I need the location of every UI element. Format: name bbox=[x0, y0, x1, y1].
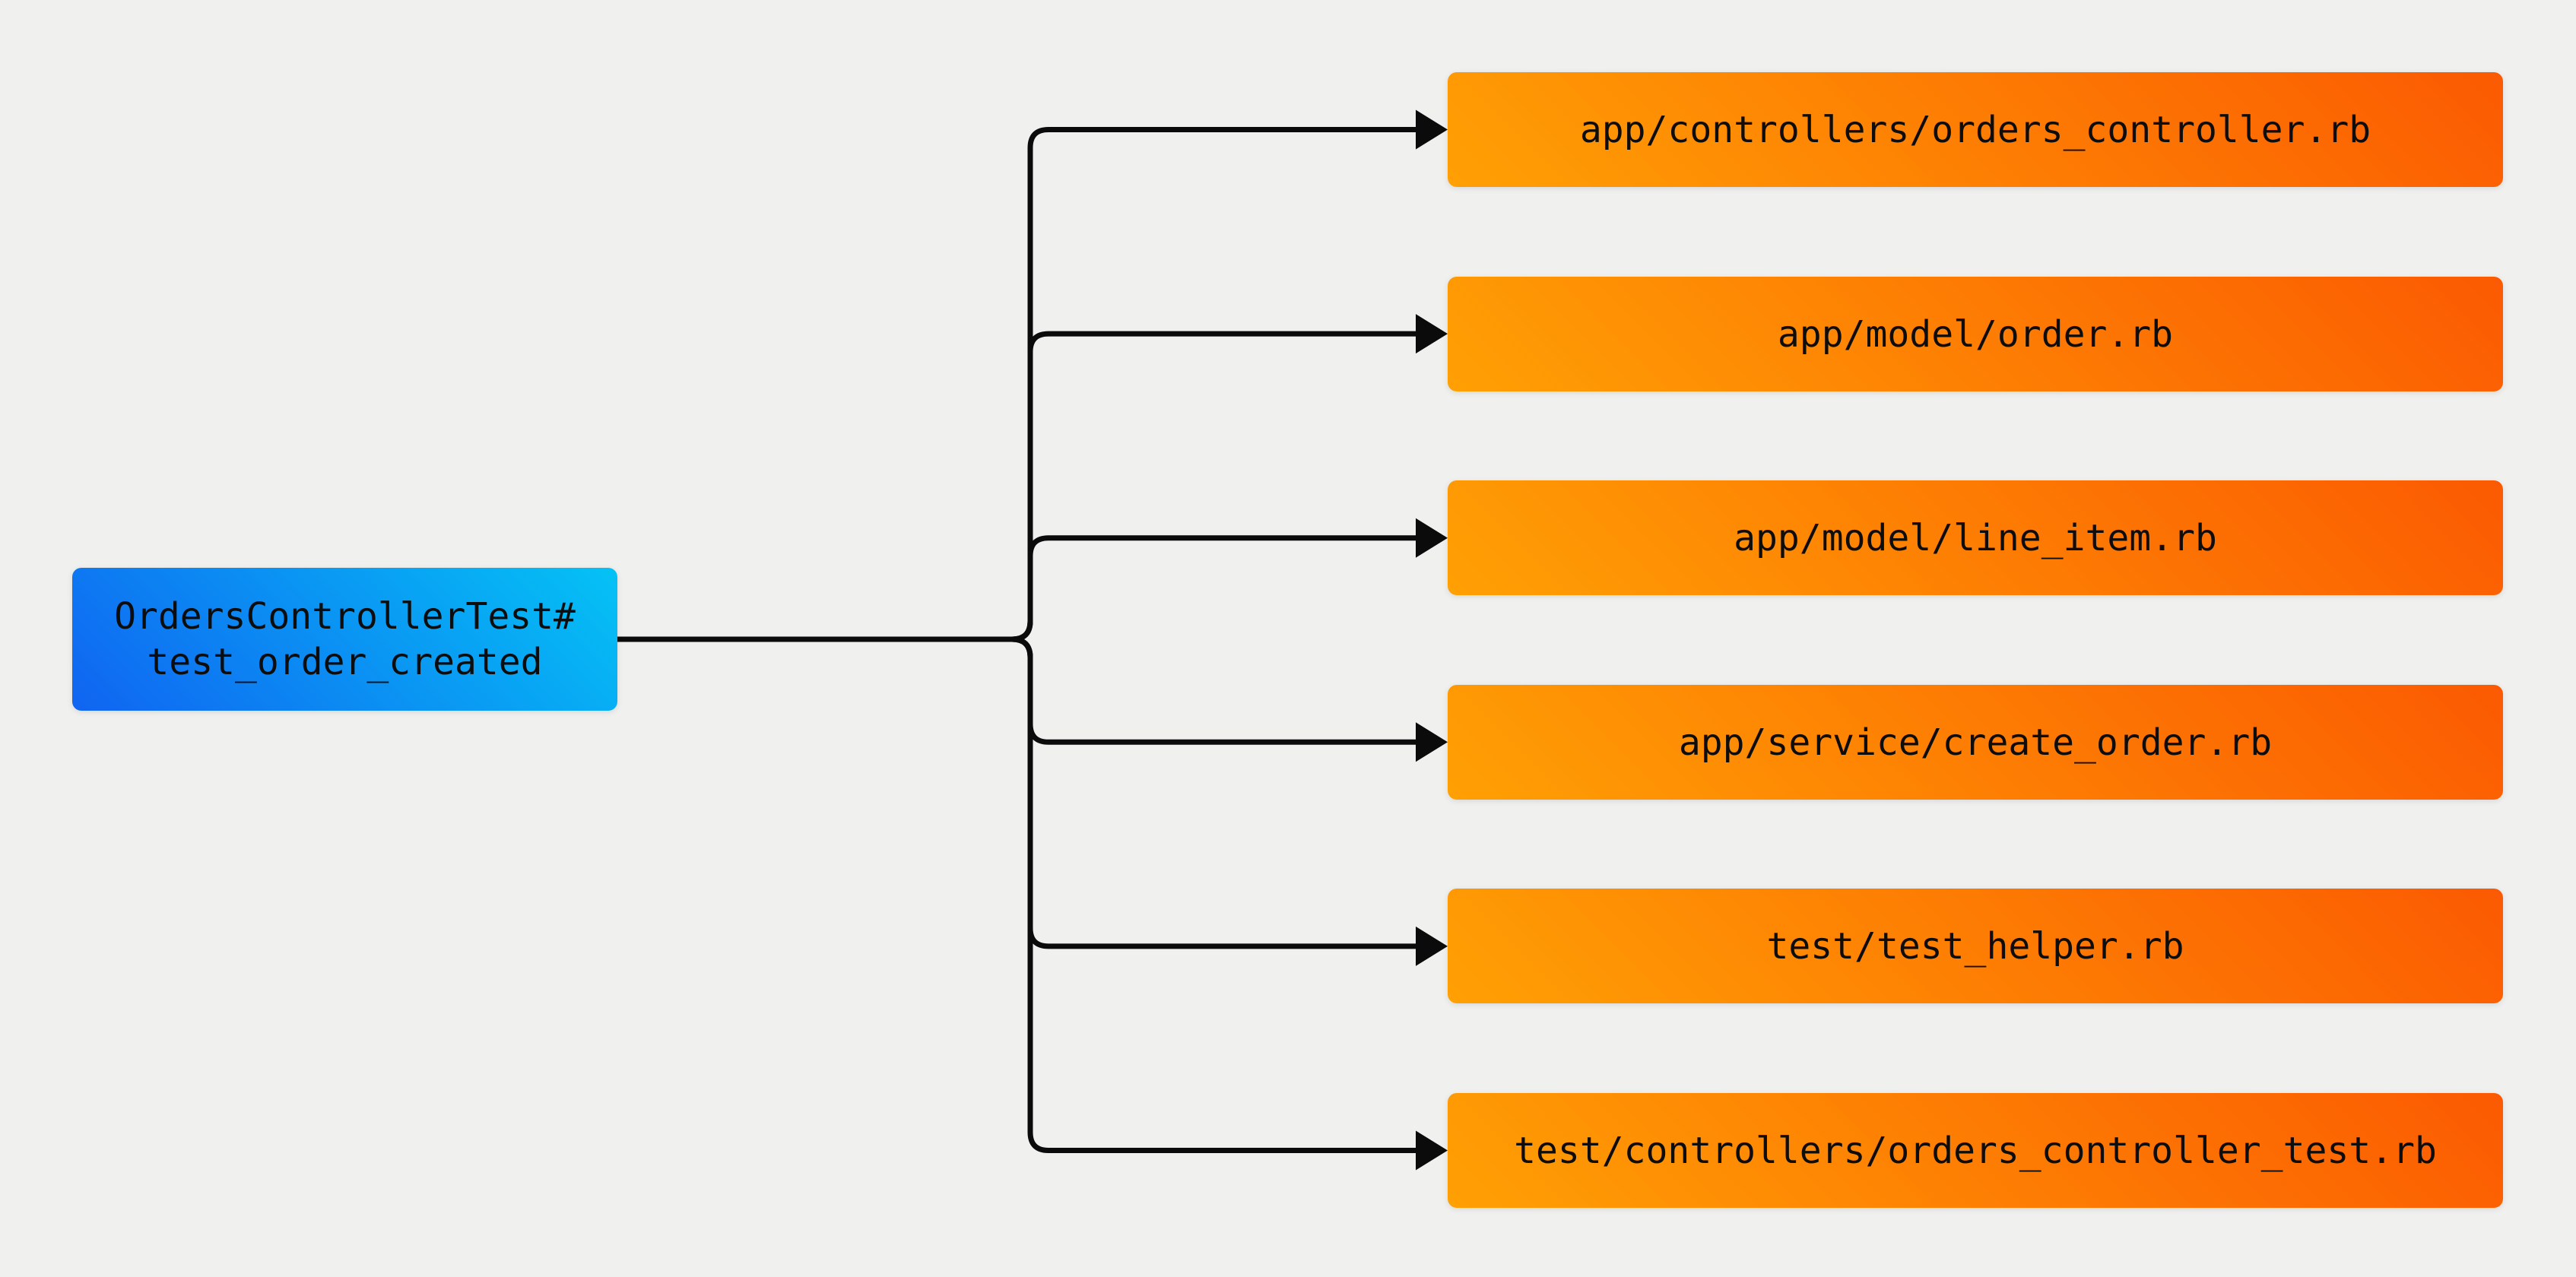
test-node: OrdersControllerTest# test_order_created bbox=[72, 568, 617, 711]
file-node: app/service/create_order.rb bbox=[1448, 685, 2503, 800]
connector-edge bbox=[617, 636, 1417, 1153]
connector-edge bbox=[617, 636, 1417, 745]
connector-edge bbox=[617, 127, 1417, 642]
connector-edge bbox=[617, 636, 1417, 949]
connector-edge bbox=[617, 535, 1417, 642]
file-node: app/controllers/orders_controller.rb bbox=[1448, 72, 2503, 187]
file-node-label: app/model/order.rb bbox=[1777, 312, 2174, 356]
arrowhead-icon bbox=[1416, 518, 1448, 558]
connector-edge bbox=[617, 331, 1417, 642]
test-node-line2: test_order_created bbox=[147, 641, 543, 683]
arrowhead-icon bbox=[1416, 109, 1448, 150]
arrowhead-icon bbox=[1416, 1130, 1448, 1171]
file-node: app/model/line_item.rb bbox=[1448, 480, 2503, 595]
arrowhead-icon bbox=[1416, 314, 1448, 354]
file-node-label: app/controllers/orders_controller.rb bbox=[1579, 108, 2371, 151]
test-node-line1: OrdersControllerTest# bbox=[114, 595, 576, 638]
file-node: test/test_helper.rb bbox=[1448, 889, 2503, 1003]
file-node-label: app/model/line_item.rb bbox=[1734, 516, 2217, 559]
arrowhead-icon bbox=[1416, 926, 1448, 966]
file-node-label: test/controllers/orders_controller_test.… bbox=[1514, 1129, 2437, 1172]
file-node-label: test/test_helper.rb bbox=[1766, 924, 2184, 968]
file-node-label: app/service/create_order.rb bbox=[1678, 721, 2273, 764]
file-node: test/controllers/orders_controller_test.… bbox=[1448, 1093, 2503, 1208]
file-node: app/model/order.rb bbox=[1448, 277, 2503, 391]
arrowhead-icon bbox=[1416, 722, 1448, 762]
